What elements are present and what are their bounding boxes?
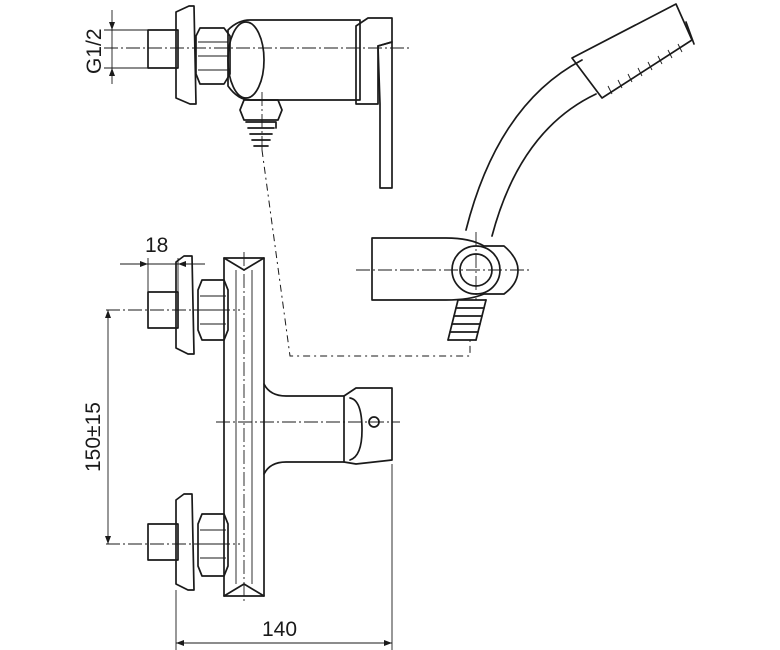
front-lever xyxy=(343,387,393,465)
thread-dimension: G1/2 xyxy=(83,10,150,84)
front-view-mixer xyxy=(106,252,400,604)
top-nut xyxy=(195,27,231,85)
nut-depth-label: 18 xyxy=(145,234,168,257)
shower-head xyxy=(571,3,693,99)
top-escutcheon xyxy=(175,5,197,105)
top-lever-base xyxy=(355,17,393,105)
thread-label: G1/2 xyxy=(83,28,106,74)
overall-width-dimension: 140 xyxy=(175,464,393,650)
lower-inlet-pipe xyxy=(147,523,179,561)
mixer-arm xyxy=(263,383,345,475)
inlet-spacing-dimension: 150±15 xyxy=(82,310,111,544)
nut-depth-dimension: 18 xyxy=(120,234,205,292)
top-view-mixer xyxy=(104,5,410,189)
lower-escutcheon xyxy=(175,493,195,591)
overall-width-label: 140 xyxy=(262,618,297,641)
top-outlet-nut xyxy=(239,99,283,121)
hand-shower xyxy=(261,3,695,357)
shower-holder xyxy=(371,237,519,301)
hose-path xyxy=(261,149,471,357)
top-inlet-pipe xyxy=(147,29,179,69)
upper-escutcheon xyxy=(175,255,195,355)
top-mixer-body xyxy=(227,19,361,101)
inlet-spacing-label: 150±15 xyxy=(82,402,105,472)
top-lever-arm xyxy=(377,41,393,189)
